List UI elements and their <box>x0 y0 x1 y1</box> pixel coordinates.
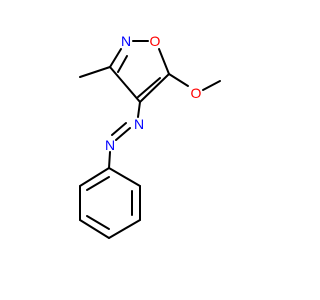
atom-n-azo-1: N <box>134 116 144 132</box>
bond-ph-6 <box>79 167 110 187</box>
atom-n-ring: N <box>121 33 131 49</box>
bond-c3-n <box>109 48 122 68</box>
atom-n-azo-2: N <box>105 137 115 153</box>
bond-c5-o-methoxy <box>168 73 189 87</box>
bond-c5-c4 <box>139 73 170 103</box>
bond-ph-1 <box>108 167 141 187</box>
bond-o-methyl <box>202 80 221 91</box>
bond-ph-6-double <box>86 176 110 191</box>
bond-c3-n-double <box>117 55 128 73</box>
atom-o-ring: O <box>150 33 161 49</box>
bond-n-phenyl <box>108 151 111 169</box>
molecule-diagram: N O O N N <box>79 33 221 239</box>
bond-azo-nn-double <box>111 122 127 136</box>
bond-c4-n-azo <box>137 101 141 118</box>
bond-o-c5 <box>158 48 170 75</box>
bond-azo-nn <box>115 127 131 141</box>
bond-c4-c3 <box>109 66 141 103</box>
atom-o-methoxy: O <box>191 85 202 101</box>
bond-ph-4 <box>79 219 110 239</box>
bond-ph-4-double <box>86 215 110 230</box>
bond-ph-3 <box>108 219 141 239</box>
bond-c3-methyl <box>79 66 111 78</box>
molecule-svg: N O O N N <box>79 33 221 239</box>
bond-c5-c4-double <box>137 77 161 98</box>
